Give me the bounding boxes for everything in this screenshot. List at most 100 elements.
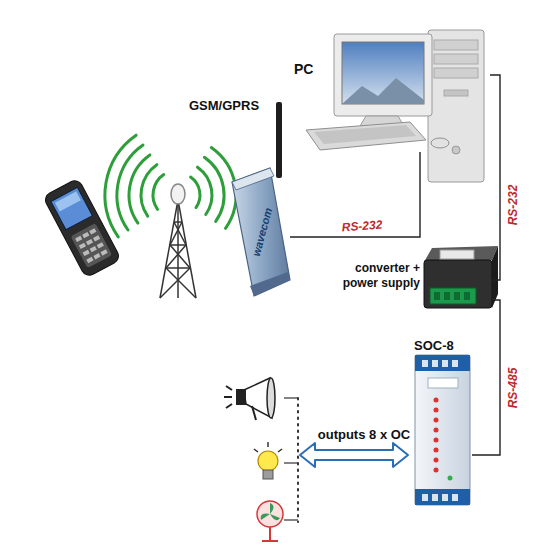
module-bottom-terminals: [415, 489, 470, 505]
phone-key: [86, 257, 93, 263]
status-led: [434, 468, 439, 473]
pc-monitor: [334, 34, 432, 116]
output-bracket: [284, 398, 298, 522]
node-label: SOC-8: [414, 338, 454, 353]
phone-body: [43, 178, 122, 278]
double-arrow: [300, 443, 408, 467]
node-label: GSM/GPRS: [189, 98, 259, 113]
pc-screen: [342, 42, 424, 104]
tower-strut: [170, 244, 186, 246]
tower-strut: [166, 267, 190, 269]
pc-drive-bay: [434, 40, 478, 50]
phone-keys: [75, 228, 108, 263]
radio-wave: [117, 145, 143, 230]
power-led: [448, 476, 453, 481]
terminal-screw: [442, 494, 448, 501]
sound-line: [226, 386, 232, 390]
modem-node: GSM/GPRS: [185, 98, 290, 296]
signal-label: RS-232: [506, 185, 520, 226]
bulb-ray: [267, 442, 269, 447]
phone-screen-sky: [55, 191, 81, 211]
status-led: [434, 398, 439, 403]
tower-brace: [160, 268, 190, 298]
fan-guard: [257, 501, 283, 527]
phone-key: [82, 232, 89, 238]
radio-wave: [129, 155, 150, 223]
terminal-screw: [464, 292, 470, 300]
cable-line: [490, 75, 500, 280]
phone-key: [93, 253, 100, 259]
terminal-screw: [452, 360, 458, 367]
computer-node: PC: [290, 30, 490, 152]
phone-key: [79, 243, 86, 249]
module-top-terminals: [415, 355, 470, 371]
fan-stand: [269, 527, 271, 540]
radio-wave: [105, 135, 136, 237]
bulb-ray: [278, 449, 282, 452]
tower-brace: [166, 245, 186, 268]
bulb-ray: [254, 449, 258, 452]
pc-drive-bay: [434, 54, 478, 64]
radio-wave: [191, 177, 200, 208]
dotted-bracket: [297, 398, 299, 522]
terminal-screw: [432, 360, 438, 367]
terminal-screw: [422, 494, 428, 501]
terminal-screw: [432, 494, 438, 501]
converter-sticker: [440, 250, 474, 259]
cable-line: [472, 300, 500, 455]
node-label: PC: [294, 62, 313, 77]
terminal-screw: [422, 360, 428, 367]
horn-handle: [252, 406, 256, 420]
signal-label: RS-232: [341, 218, 383, 235]
sound-line: [224, 396, 232, 398]
status-led: [434, 458, 439, 463]
radio-wave: [153, 175, 164, 210]
modem-body: [232, 168, 290, 296]
mobile-phone: [43, 178, 122, 278]
terminal-screw: [434, 292, 440, 300]
bulb-glass: [258, 451, 278, 471]
horn-driver: [236, 389, 246, 405]
converter-body: [424, 260, 492, 308]
sound-line: [226, 404, 232, 408]
status-led: [434, 438, 439, 443]
cable-line: [290, 152, 420, 237]
module-body: [415, 355, 470, 505]
pc-keyboard: [306, 122, 426, 150]
output-tick: [284, 397, 298, 398]
output-label: outputs 8 x OC: [318, 427, 410, 442]
modem-bottom: [250, 272, 290, 296]
terminal-screw: [442, 360, 448, 367]
phone-key: [86, 239, 93, 245]
terminal-screw: [444, 292, 450, 300]
phone-keypad: [71, 223, 113, 268]
fan-symbol: [257, 501, 283, 541]
bulb-symbol: [254, 442, 282, 479]
personal-computer: [306, 30, 484, 182]
converter-device: [424, 246, 498, 308]
tower-brace: [166, 268, 196, 298]
terminal-screw: [452, 494, 458, 501]
horn-symbol: [224, 378, 275, 420]
tower-dish: [171, 184, 185, 204]
soc-module: [415, 355, 470, 505]
radio-waves: [105, 135, 236, 237]
converter-side: [492, 246, 498, 308]
phone-key: [97, 242, 104, 248]
pc-floppy: [444, 90, 468, 96]
screen-mountains: [342, 78, 424, 104]
phone-key: [75, 236, 82, 242]
gsm-modem: [232, 102, 290, 296]
tower-strut: [174, 221, 182, 223]
bulb-base: [263, 470, 273, 479]
module-label-plate: [428, 378, 458, 388]
horn-mouth: [267, 378, 275, 418]
fan-foot: [262, 540, 278, 542]
pc-power-button: [452, 146, 460, 154]
module-node: SOC-8: [410, 338, 472, 508]
signal-label: RS-485: [506, 368, 520, 409]
radio-wave: [141, 165, 157, 217]
